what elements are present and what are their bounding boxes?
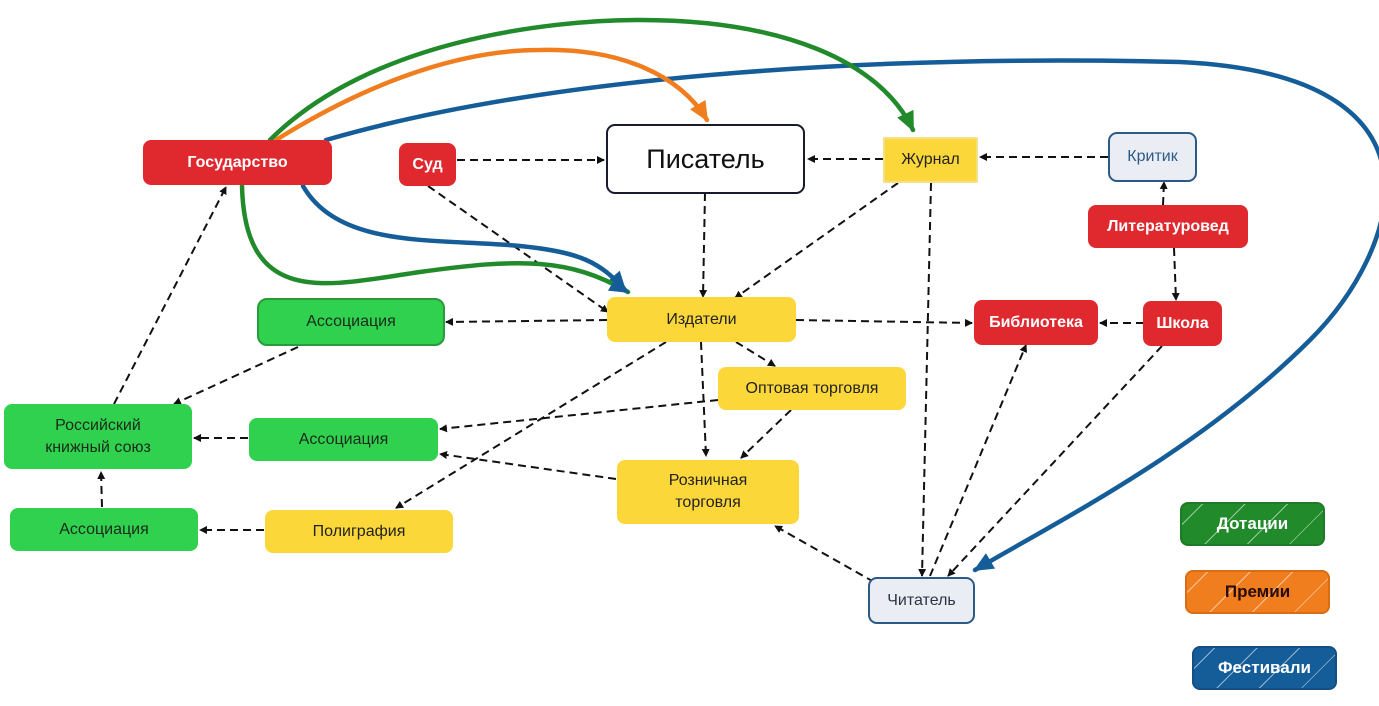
node-retail-line1: Розничная <box>668 472 748 490</box>
edge-reader-retail <box>774 525 875 583</box>
node-reader-label: Читатель <box>887 591 956 609</box>
node-publishers: Издатели <box>607 297 796 342</box>
node-court: Суд <box>399 143 456 186</box>
legend-prizes-label: Премии <box>1224 582 1291 601</box>
node-printing: Полиграфия <box>265 510 453 553</box>
node-russian-book-union: Российский книжный союз <box>4 404 192 469</box>
node-critic: Критик <box>1108 132 1197 182</box>
node-publishers-label: Издатели <box>666 310 737 328</box>
legend-subsidies: Дотации <box>1180 502 1325 546</box>
edge-wholesale-retail <box>740 409 792 459</box>
node-state: Государство <box>143 140 332 185</box>
curve-prizes-state-writer <box>273 47 710 143</box>
edge-publishers-library <box>795 318 973 327</box>
node-school: Школа <box>1143 301 1222 346</box>
node-association-top-label: Ассоциация <box>306 313 396 331</box>
node-russian-book-union-line2: книжный союз <box>45 438 151 456</box>
node-russian-book-union-label: Российский книжный союз <box>45 415 151 458</box>
node-journal-label: Журнал <box>901 151 960 169</box>
node-writer: Писатель <box>606 124 805 194</box>
node-reader: Читатель <box>868 577 975 624</box>
edge-reader-library <box>929 344 1028 577</box>
node-association-mid-label: Ассоциация <box>298 430 389 448</box>
node-court-label: Суд <box>412 155 443 173</box>
edge-publishers-wholesale <box>735 341 776 367</box>
node-wholesale-label: Оптовая торговля <box>745 379 879 397</box>
edge-scholar-critic <box>1159 181 1168 206</box>
legend-subsidies-label: Дотации <box>1216 514 1289 533</box>
node-school-label: Школа <box>1156 314 1209 332</box>
node-association-top: Ассоциация <box>257 298 445 346</box>
node-russian-book-union-line1: Российский <box>55 416 141 434</box>
edge-association-bottom-union <box>97 471 106 508</box>
edge-publishers-retail <box>700 341 710 457</box>
edge-writer-publishers <box>699 192 708 298</box>
node-retail-label: Розничная торговля <box>669 470 748 513</box>
node-library-label: Библиотека <box>989 313 1083 331</box>
edge-journal-publishers <box>734 182 899 299</box>
legend-festivals: Фестивали <box>1192 646 1337 690</box>
edge-publishers-printing <box>395 341 667 509</box>
curve-festivals-state-publishers <box>300 183 628 293</box>
edge-union-state <box>113 186 227 405</box>
node-writer-label: Писатель <box>646 143 765 174</box>
node-critic-label: Критик <box>1127 148 1178 166</box>
curve-subsidies-state-publishers <box>239 183 631 295</box>
legend-festivals-label: Фестивали <box>1218 658 1311 677</box>
node-wholesale: Оптовая торговля <box>718 367 906 410</box>
edge-court-publishers <box>427 185 609 313</box>
edge-journal-reader <box>918 182 932 577</box>
curve-subsidies-state-journal <box>267 17 916 143</box>
edge-retail-association-mid <box>439 451 617 480</box>
edge-scholar-school <box>1171 247 1180 301</box>
node-printing-label: Полиграфия <box>312 522 406 540</box>
node-association-bottom: Ассоциация <box>10 508 198 551</box>
node-retail-line2: торговля <box>675 494 741 511</box>
node-literary-scholar: Литературовед <box>1088 205 1248 248</box>
node-association-bottom-label: Ассоциация <box>59 520 149 538</box>
edge-wholesale-association-mid <box>439 399 719 433</box>
edge-publishers-association-top <box>445 317 608 326</box>
node-state-label: Государство <box>187 153 288 171</box>
edge-school-reader <box>947 345 1163 577</box>
node-library: Библиотека <box>974 300 1098 345</box>
legend-prizes: Премии <box>1185 570 1330 614</box>
edge-association-top-union <box>173 346 299 405</box>
node-literary-scholar-label: Литературовед <box>1107 217 1229 235</box>
node-journal: Журнал <box>883 137 978 183</box>
node-association-mid: Ассоциация <box>249 418 438 461</box>
node-retail: Розничная торговля <box>617 460 799 524</box>
